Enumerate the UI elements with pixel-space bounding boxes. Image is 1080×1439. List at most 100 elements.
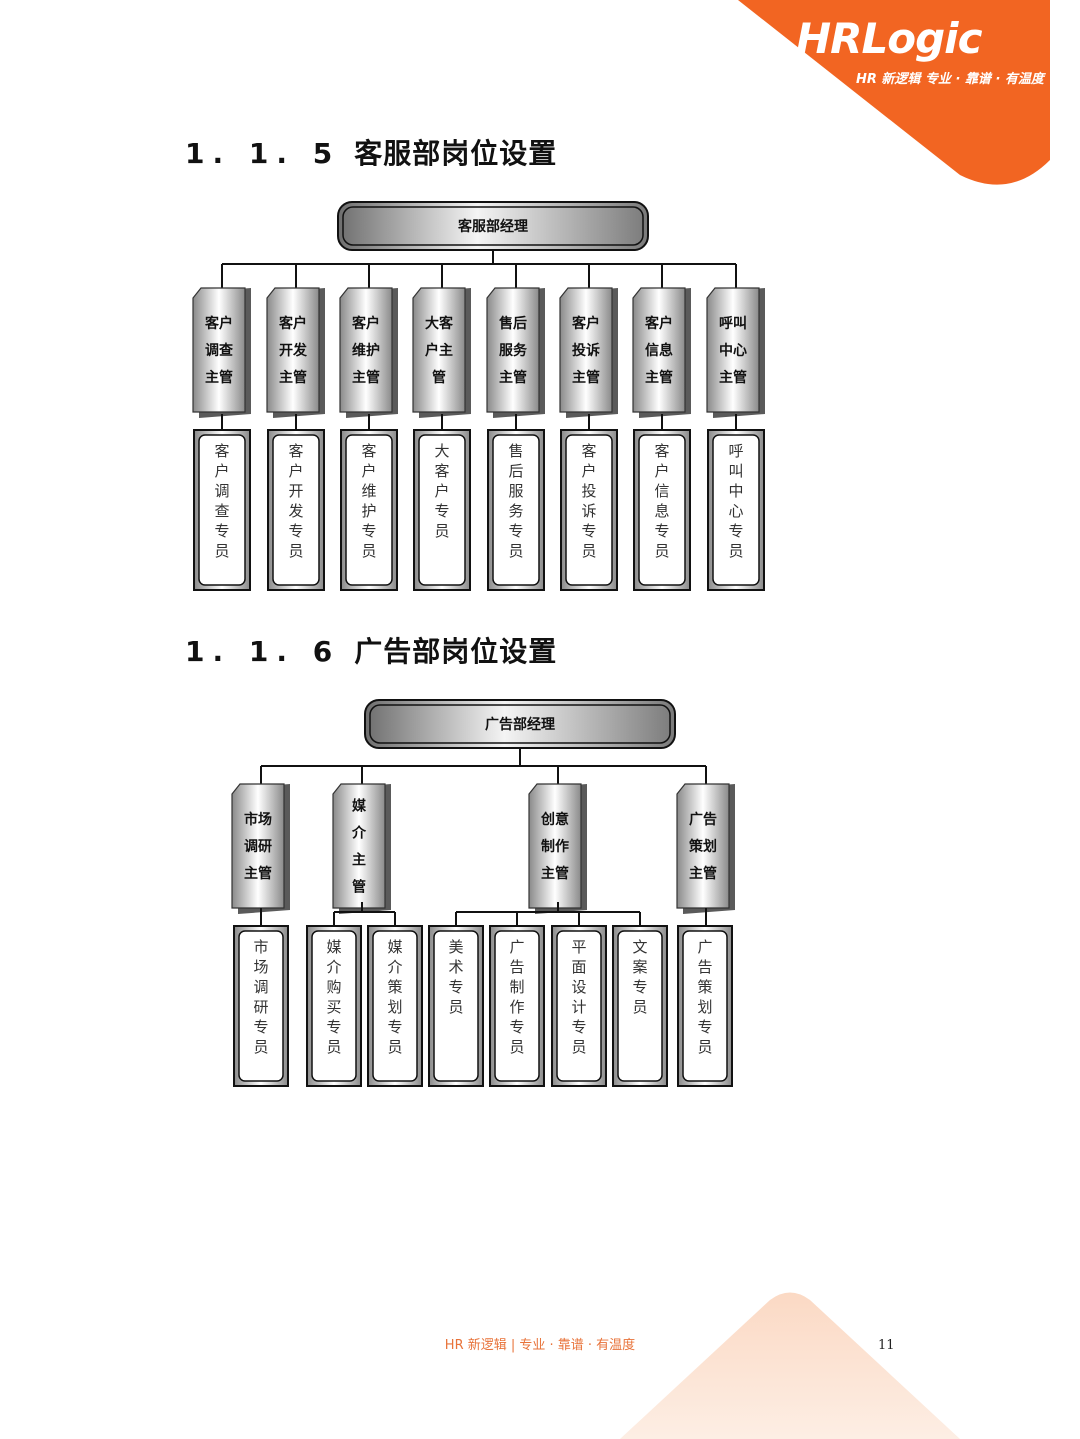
specialist-char: 员 (728, 542, 743, 560)
specialist-char: 媒 (326, 938, 341, 956)
specialist-char: 划 (697, 998, 712, 1016)
specialist-char: 文 (632, 938, 647, 956)
specialist-char: 购 (326, 978, 341, 996)
specialist-char: 专 (361, 522, 376, 540)
supervisor-label: 市场 (244, 811, 272, 828)
specialist-char: 广 (697, 938, 712, 956)
supervisor-label: 广告 (689, 811, 717, 828)
specialist-char: 研 (253, 998, 268, 1016)
manager-box: 客服部经理 (337, 201, 649, 251)
specialist-char: 员 (288, 542, 303, 560)
supervisor-label: 主管 (205, 369, 233, 386)
supervisor-label: 客户 (644, 315, 673, 332)
supervisor-label: 大客 (425, 315, 454, 332)
specialist-char: 客 (361, 442, 376, 460)
specialist-char: 开 (288, 482, 303, 500)
specialist-char: 面 (571, 958, 586, 976)
org-chart-customer-service: 客服部经理客户调查主管客户调查专员客户开发主管客户开发专员客户维护主管客户维护专… (192, 201, 765, 591)
specialist-char: 叫 (728, 462, 743, 480)
manager-label: 广告部经理 (485, 716, 555, 733)
specialist-char: 呼 (728, 442, 743, 460)
footer-tagline: HR 新逻辑 | 专业 · 靠谱 · 有温度 (444, 1338, 636, 1353)
supervisor-label: 客户 (571, 315, 600, 332)
section-number: 1. 1. 5 (185, 137, 341, 170)
specialist-char: 专 (387, 1018, 402, 1036)
supervisor-label: 售后 (498, 315, 527, 332)
specialist-char: 专 (654, 522, 669, 540)
specialist-char: 员 (448, 998, 463, 1016)
supervisor-label: 户主 (425, 342, 453, 359)
supervisor-label: 呼叫 (719, 315, 747, 332)
header-logo-shape (738, 0, 1050, 185)
supervisor-label: 调研 (244, 839, 272, 855)
specialist-char: 市 (253, 938, 268, 956)
specialist-char: 信 (654, 482, 669, 500)
specialist-char: 专 (571, 1018, 586, 1036)
section-number: 1. 1. 6 (185, 635, 341, 668)
specialist-char: 美 (448, 938, 463, 956)
specialist-char: 术 (448, 958, 463, 976)
specialist-char: 员 (361, 542, 376, 560)
supervisor-label: 主管 (645, 369, 673, 386)
specialist-char: 户 (288, 462, 303, 480)
supervisor-label: 主管 (572, 369, 600, 386)
section-heading: 客服部岗位设置 (354, 137, 558, 170)
specialist-char: 员 (214, 542, 229, 560)
specialist-char: 场 (253, 958, 268, 976)
specialist-char: 专 (697, 1018, 712, 1036)
specialist-char: 员 (508, 542, 523, 560)
specialist-char: 员 (387, 1038, 402, 1056)
specialist-char: 客 (654, 442, 669, 460)
specialist-char: 专 (288, 522, 303, 540)
specialist-char: 中 (728, 482, 743, 500)
supervisor-label: 主管 (719, 369, 747, 386)
specialist-char: 作 (509, 998, 524, 1016)
specialist-char: 后 (508, 462, 523, 480)
specialist-char: 专 (508, 522, 523, 540)
specialist-char: 客 (434, 462, 449, 480)
supervisor-label: 投诉 (572, 342, 600, 359)
supervisor-label: 服务 (499, 342, 528, 359)
specialist-char: 户 (654, 462, 669, 480)
specialist-char: 员 (571, 1038, 586, 1056)
supervisor-label: 主管 (279, 369, 307, 386)
specialist-char: 专 (448, 978, 463, 996)
supervisor-label: 主管 (244, 865, 272, 882)
specialist-char: 调 (214, 482, 229, 500)
specialist-char: 投 (581, 482, 596, 500)
specialist-char: 客 (581, 442, 596, 460)
specialist-char: 售 (508, 442, 523, 460)
specialist-char: 制 (509, 978, 524, 996)
specialist-char: 员 (632, 998, 647, 1016)
supervisor-label: 媒 (351, 798, 367, 815)
supervisor-label: 主 (352, 852, 366, 869)
specialist-char: 设 (571, 978, 586, 996)
specialist-char: 介 (326, 958, 341, 976)
specialist-char: 诉 (581, 502, 596, 520)
supervisor-label: 客户 (278, 315, 307, 332)
specialist-char: 客 (214, 442, 229, 460)
manager-box: 广告部经理 (364, 699, 676, 749)
specialist-char: 广 (509, 938, 524, 956)
supervisor-label: 客户 (204, 315, 233, 332)
specialist-char: 员 (697, 1038, 712, 1056)
supervisor-label: 管 (352, 879, 366, 896)
specialist-char: 买 (326, 998, 341, 1016)
specialist-char: 户 (434, 482, 449, 500)
specialist-char: 大 (434, 442, 449, 460)
specialist-char: 发 (288, 502, 303, 520)
specialist-char: 专 (581, 522, 596, 540)
specialist-char: 告 (697, 958, 712, 976)
specialist-char: 户 (361, 462, 376, 480)
